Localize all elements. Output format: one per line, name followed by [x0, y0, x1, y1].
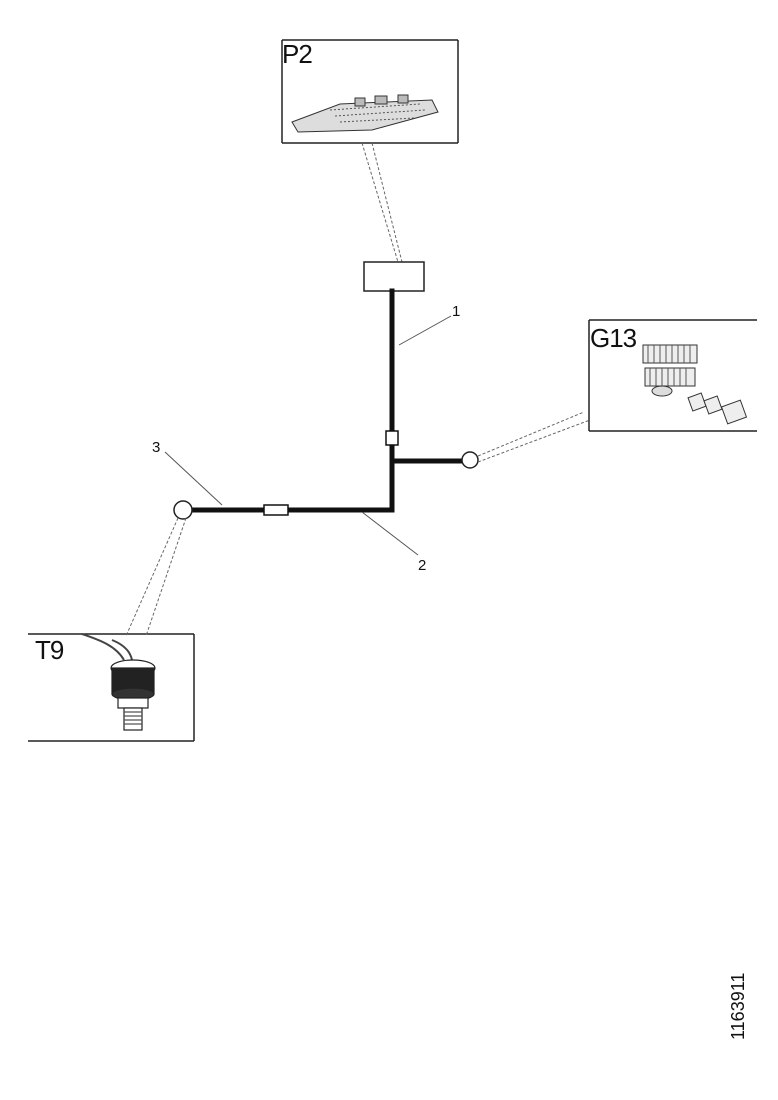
splice-connectors — [263, 430, 399, 516]
p2-board-illustration — [291, 94, 439, 133]
branch-label-2: 2 — [418, 557, 426, 574]
branch-label-3-group: 3 — [152, 439, 223, 506]
component-g13: G13 — [477, 319, 757, 463]
g13-connector-end — [461, 451, 479, 469]
harness — [189, 288, 468, 513]
component-code-g13: G13 — [590, 323, 637, 353]
t9-connector-end — [173, 500, 193, 520]
branch-label-1-group: 1 — [398, 303, 460, 346]
figure-id: 1163911 — [728, 972, 748, 1040]
g13-leader — [477, 411, 591, 463]
branch-label-2-group: 2 — [361, 511, 426, 574]
t9-leader — [125, 517, 187, 637]
leader-1 — [398, 315, 452, 346]
splice-vertical — [385, 430, 399, 446]
leader-2 — [361, 511, 419, 556]
branch-label-3: 3 — [152, 439, 160, 456]
component-t9: T9 — [28, 517, 195, 742]
component-p2: P2 — [281, 39, 459, 263]
splice-horizontal — [263, 504, 289, 516]
leader-3 — [164, 451, 223, 506]
p2-leader — [361, 142, 403, 263]
component-code-t9: T9 — [35, 635, 64, 665]
t9-sensor-illustration — [81, 633, 156, 731]
g13-connector-illustration — [642, 344, 748, 425]
component-code-p2: P2 — [282, 39, 312, 69]
branch-label-1: 1 — [452, 303, 460, 320]
p2-connector — [363, 261, 425, 292]
